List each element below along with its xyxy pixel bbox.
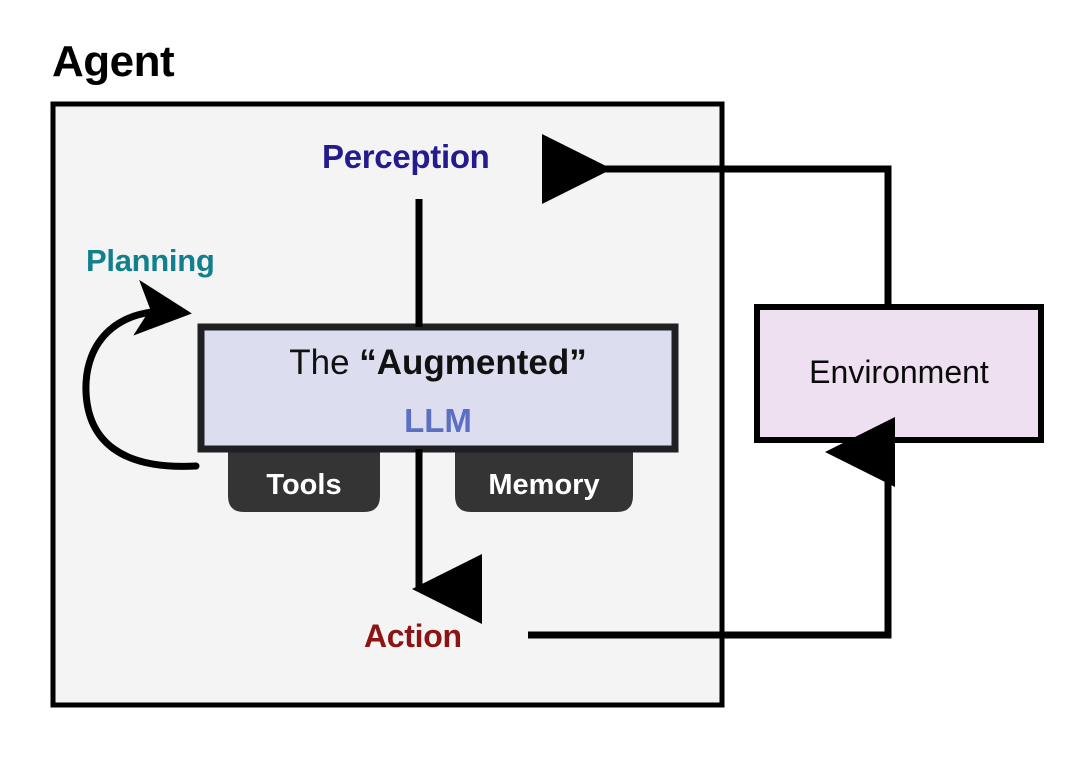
llm-box-line1: The “Augmented” — [204, 345, 672, 380]
llm-box-line2: LLM — [404, 402, 472, 439]
llm-box-shape — [197, 323, 679, 453]
llm-box-line1-quoted: “Augmented” — [359, 343, 587, 382]
llm-box-line1-prefix: The — [289, 343, 360, 382]
tools-chip-shape — [228, 444, 380, 512]
edge-action-to-environment — [528, 417, 895, 639]
environment-box-label: Environment — [809, 354, 989, 390]
node-label-perception: Perception — [322, 138, 490, 175]
node-label-action: Action — [364, 618, 462, 654]
memory-chip-label: Memory — [488, 469, 600, 501]
edge-planning-self-loop — [82, 279, 200, 470]
memory-chip-shape — [455, 444, 633, 512]
node-label-planning: Planning — [86, 243, 215, 278]
environment-box — [754, 304, 1044, 443]
page-title: Agent — [52, 37, 175, 86]
tools-chip-label: Tools — [266, 469, 342, 501]
edge-environment-to-perception — [542, 134, 892, 305]
